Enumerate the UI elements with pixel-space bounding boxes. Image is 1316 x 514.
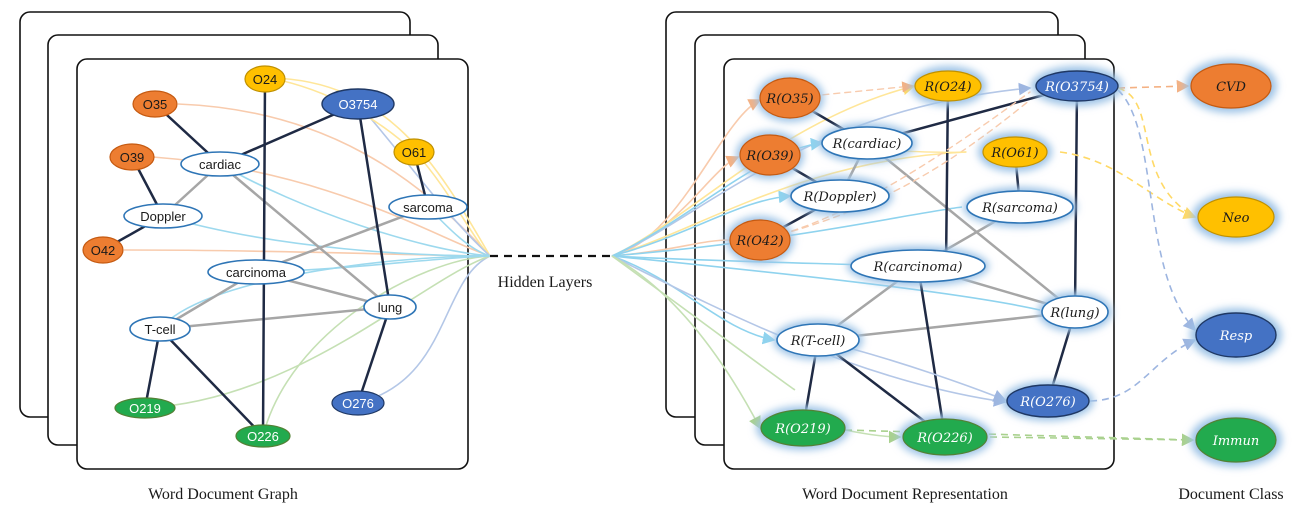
graph-node-lung: lung <box>363 294 417 320</box>
rep-node-o24: R(O24) <box>910 66 986 106</box>
class-label: CVD <box>1216 80 1246 95</box>
rep-node-label: R(T-cell) <box>790 334 846 349</box>
graph-node-doppler: Doppler <box>123 203 203 229</box>
class-node-resp: Resp <box>1190 308 1282 362</box>
caption-word-document-representation: Word Document Representation <box>802 486 1008 503</box>
hidden-layers-label: Hidden Layers <box>498 274 593 291</box>
rep-node-o35: R(O35) <box>756 74 824 122</box>
graph-node-carcinoma: carcinoma <box>207 259 305 285</box>
graph-node-tcell: T-cell <box>129 316 191 342</box>
graph-node-label: sarcoma <box>403 200 454 215</box>
graph-node-o276: O276 <box>331 390 385 416</box>
graph-node-label: O42 <box>91 243 116 258</box>
graph-node-label: carcinoma <box>226 265 287 280</box>
rep-node-cardiac: R(cardiac) <box>818 123 916 163</box>
rep-node-o39: R(O39) <box>736 131 804 179</box>
graph-node-label: O276 <box>342 396 374 411</box>
rep-node-o226: R(O226) <box>898 415 992 459</box>
caption-document-class: Document Class <box>1178 486 1283 503</box>
graph-node-sarcoma: sarcoma <box>388 194 468 220</box>
graph-node-label: Doppler <box>140 209 186 224</box>
graph-node-label: O24 <box>253 72 278 87</box>
rep-node-label: R(lung) <box>1049 306 1099 321</box>
rep-node-sarcoma: R(sarcoma) <box>963 187 1077 227</box>
graph-node-label: O3754 <box>338 97 377 112</box>
class-label: Resp <box>1219 329 1253 344</box>
rep-node-label: R(O24) <box>923 80 971 95</box>
rep-node-label: R(O39) <box>745 149 793 164</box>
rep-node-o61: R(O61) <box>978 132 1052 172</box>
rep-node-o3754: R(O3754) <box>1031 66 1123 106</box>
graph-node-o3754: O3754 <box>321 88 395 120</box>
rep-node-label: R(O42) <box>735 234 783 249</box>
graph-node-o219: O219 <box>114 397 176 419</box>
rep-node-label: R(cardiac) <box>832 137 902 152</box>
rep-node-label: R(O3754) <box>1044 80 1109 95</box>
rep-node-label: R(O219) <box>774 422 830 437</box>
class-node-cvd: CVD <box>1185 59 1277 113</box>
graph-node-o226: O226 <box>235 424 291 448</box>
graph-node-label: O39 <box>120 150 145 165</box>
rep-node-label: R(O35) <box>765 92 813 107</box>
graph-frame-stack <box>19 11 469 470</box>
graph-node-o24: O24 <box>244 65 286 93</box>
hidden-layers-connector: Hidden Layers <box>490 254 612 291</box>
graph-node-label: O35 <box>143 97 168 112</box>
rep-node-label: R(Doppler) <box>803 190 877 205</box>
graph-node-label: T-cell <box>144 322 175 337</box>
class-node-neo: Neo <box>1192 192 1280 242</box>
rep-node-o219: R(O219) <box>756 406 850 450</box>
graph-node-label: lung <box>378 300 403 315</box>
graph-node-label: O61 <box>402 145 427 160</box>
rep-node-carcinoma: R(carcinoma) <box>847 246 989 286</box>
rep-node-label: R(O226) <box>916 431 972 446</box>
rep-node-label: R(carcinoma) <box>873 260 963 275</box>
rep-node-lung: R(lung) <box>1038 292 1112 332</box>
rep-node-label: R(O276) <box>1019 395 1075 410</box>
rep-node-o276: R(O276) <box>1002 381 1094 421</box>
graph-node-label: cardiac <box>199 157 241 172</box>
rep-node-label: R(sarcoma) <box>981 201 1058 216</box>
graph-node-cardiac: cardiac <box>180 151 260 177</box>
class-label: Neo <box>1222 211 1250 226</box>
caption-word-document-graph: Word Document Graph <box>148 486 298 503</box>
graph-node-o39: O39 <box>109 143 155 171</box>
graph-node-o35: O35 <box>132 90 178 118</box>
class-node-immun: Immun <box>1190 413 1282 467</box>
rep-node-tcell: R(T-cell) <box>773 320 863 360</box>
graph-node-o61: O61 <box>393 138 435 166</box>
class-label: Immun <box>1212 434 1260 449</box>
graph-node-o42: O42 <box>82 236 124 264</box>
rep-node-doppler: R(Doppler) <box>787 176 893 216</box>
rep-node-o42: R(O42) <box>726 216 794 264</box>
rep-node-label: R(O61) <box>990 146 1038 161</box>
graph-node-label: O219 <box>129 401 161 416</box>
class-flow-arrows <box>844 79 1197 447</box>
graph-node-label: O226 <box>247 429 279 444</box>
